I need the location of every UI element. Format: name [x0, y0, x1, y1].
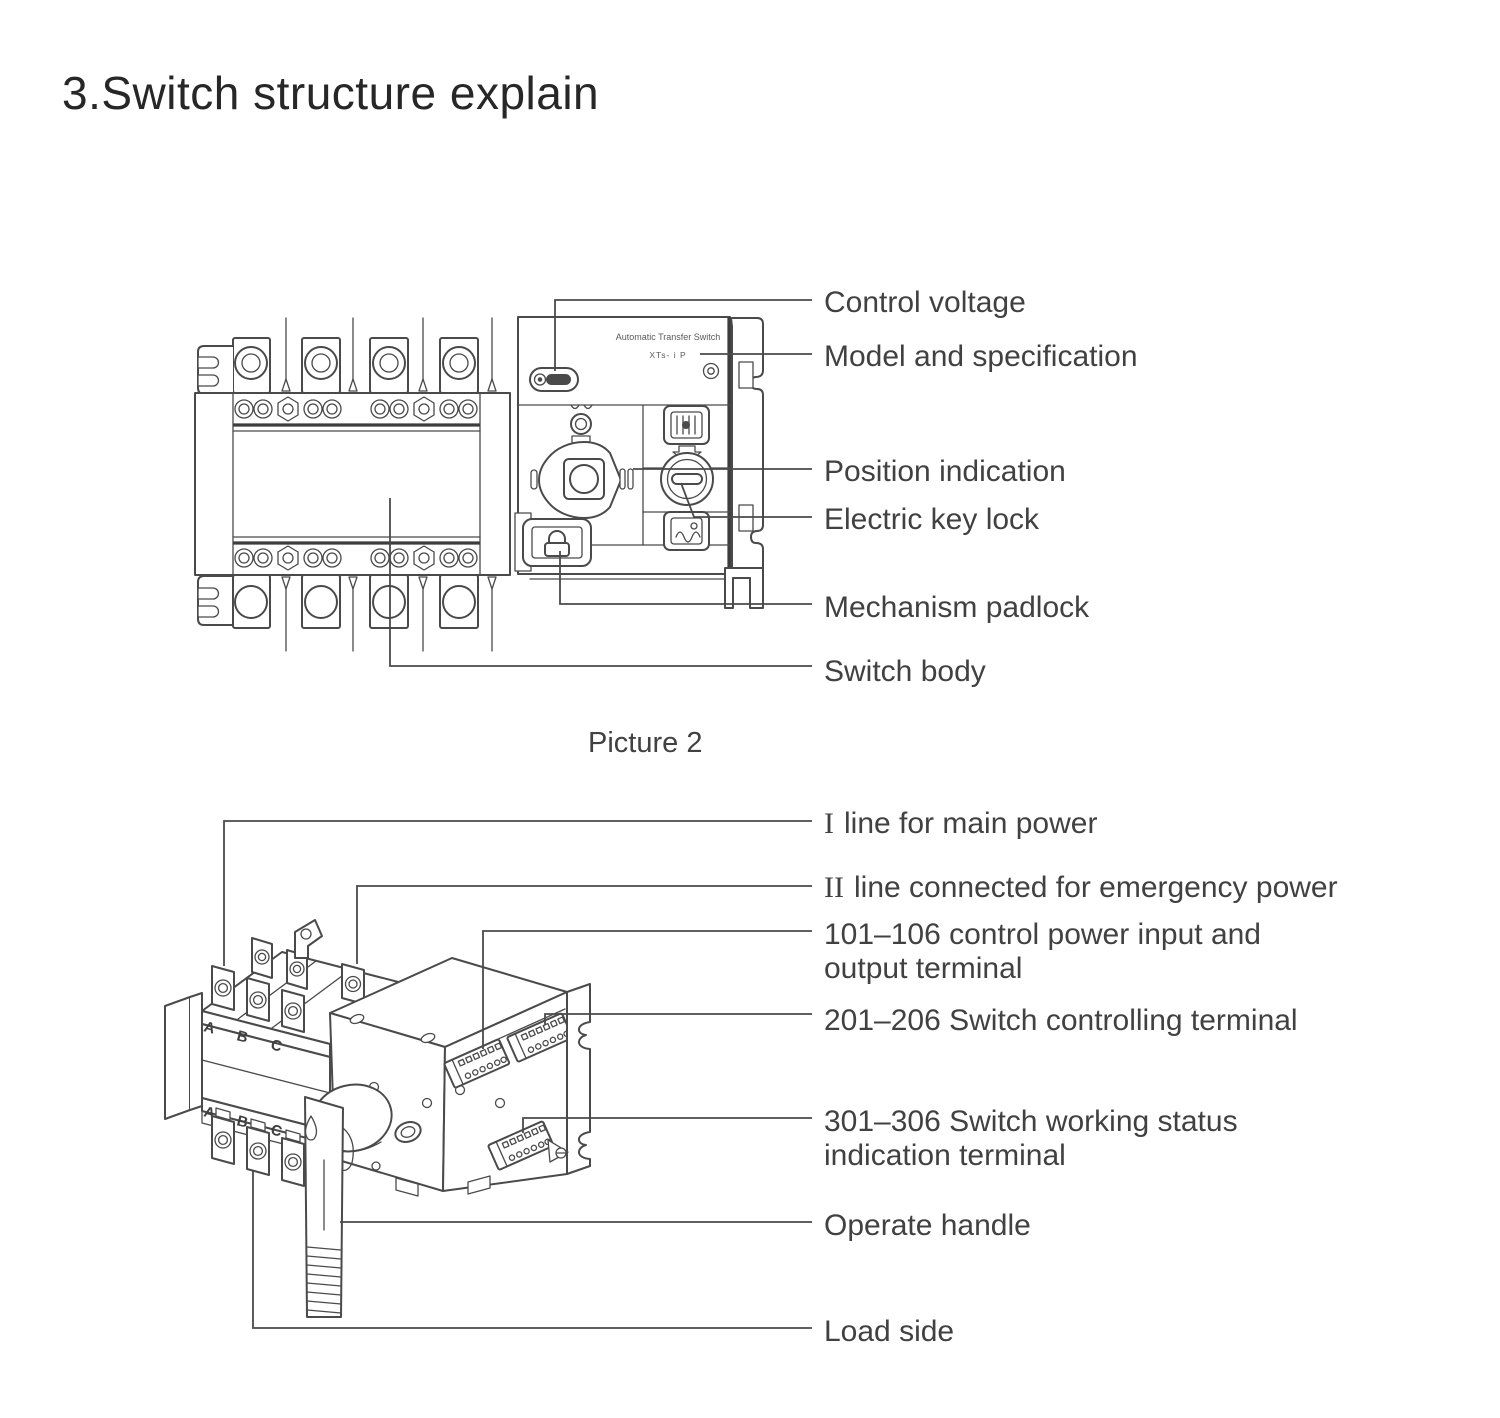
- handle-pointer-mark: [304, 1115, 318, 1141]
- handle-port: [394, 1121, 422, 1143]
- label-switch-controlling-terminal: 201–206 Switch controlling terminal: [824, 1004, 1298, 1037]
- terminal-lugs-top: [232, 337, 479, 394]
- switch-body-front-view: [194, 317, 511, 652]
- power-terminal-lugs-top: [211, 919, 365, 1033]
- position-indication-knob: [530, 435, 634, 519]
- manual-mode-icon: [663, 511, 710, 551]
- load-terminal-lugs-bottom: [211, 1107, 305, 1187]
- pole-letter: A: [202, 1018, 217, 1037]
- indicator-lamp: [570, 413, 592, 435]
- label-position-indication: Position indication: [824, 455, 1066, 488]
- figure1-drawing: Automatic Transfer Switch XTs- i P: [194, 299, 812, 667]
- terminal-block-301-306: [487, 1120, 555, 1171]
- figure2-drawing: A B C A B C: [164, 820, 812, 1329]
- label-model-specification: Model and specification: [824, 340, 1138, 373]
- model-text: XTs- i P: [649, 350, 686, 360]
- auto-mode-icon: [663, 405, 710, 445]
- controller-panel: Automatic Transfer Switch XTs- i P: [514, 316, 731, 580]
- pole-letter: B: [235, 1027, 250, 1046]
- roman-numeral: II: [824, 871, 844, 904]
- figure1-leader-lines: [389, 299, 812, 667]
- certification-logo-icon: [702, 362, 720, 380]
- control-voltage-button: [529, 367, 579, 392]
- pole-letter: C: [269, 1036, 284, 1055]
- operate-handle-assembly: [304, 1083, 393, 1318]
- terminal-pins-bottom: [281, 576, 497, 652]
- left-bracket-bottom: [197, 575, 234, 626]
- electric-key-lock: [660, 452, 714, 506]
- terminal-lugs-bottom: [232, 574, 479, 629]
- din-bracket-figure1: [724, 317, 764, 609]
- label-working-status-terminal: 301–306 Switch working status indication…: [824, 1105, 1238, 1172]
- roman-numeral: I: [824, 807, 834, 840]
- din-bracket-figure2: [547, 983, 591, 1175]
- screw-terminals-bottom-row: [234, 545, 478, 571]
- label-mechanism-padlock: Mechanism padlock: [824, 591, 1090, 624]
- terminal-block-101-106: [443, 1038, 511, 1089]
- screw-terminals-top-row: [234, 396, 478, 422]
- page-title: 3.Switch structure explain: [62, 67, 600, 119]
- figure2-leader-lines: [223, 820, 812, 1329]
- panel-title-text: Automatic Transfer Switch: [616, 332, 721, 342]
- figure1-caption: Picture 2: [588, 727, 703, 759]
- mechanism-padlock: [514, 512, 592, 572]
- label-control-voltage: Control voltage: [824, 286, 1026, 319]
- left-bracket-top: [197, 345, 234, 395]
- terminal-pins-top: [281, 317, 497, 392]
- label-load-side: Load side: [824, 1315, 955, 1348]
- pole-letter: C: [269, 1121, 284, 1140]
- label-operate-handle: Operate handle: [824, 1209, 1031, 1242]
- label-control-power-terminal: 101–106 control power input and output t…: [824, 918, 1261, 985]
- handle-grip: [306, 1246, 342, 1314]
- label-switch-body: Switch body: [824, 655, 986, 688]
- label-electric-key-lock: Electric key lock: [824, 503, 1040, 536]
